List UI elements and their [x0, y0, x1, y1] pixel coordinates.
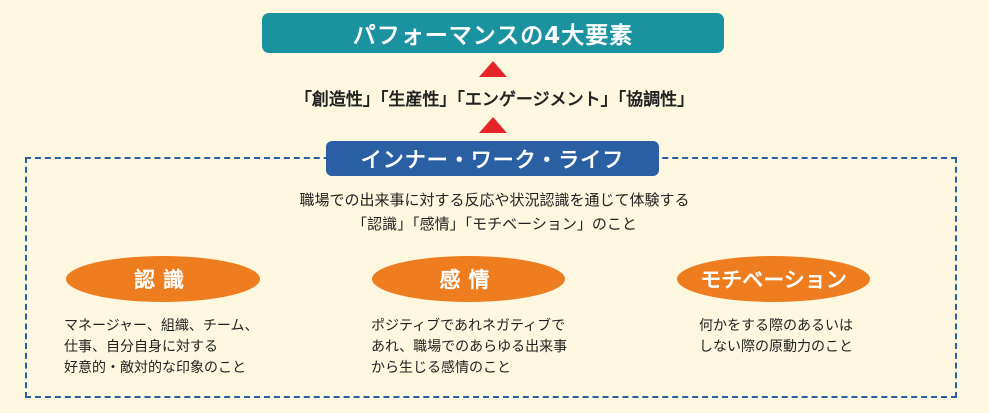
perception-line: マネージャー、組織、チーム、	[64, 318, 259, 334]
motivation-line: しない際の原動力のこと	[699, 339, 853, 355]
perception-label: 認識	[134, 268, 192, 292]
inner-work-life-banner: インナー・ワーク・ライフ	[326, 141, 659, 176]
perception-oval: 認識	[66, 256, 260, 302]
performance-elements-text: 「創造性」「生産性」「エンゲージメント」「協調性」	[294, 90, 695, 110]
performance-title: パフォーマンスの4大要素	[352, 23, 634, 49]
emotion-label: 感情	[439, 268, 498, 292]
up-arrow-icon	[479, 117, 507, 133]
up-arrow-icon	[479, 61, 507, 77]
inner-work-life-description: 職場での出来事に対する反応や状況認識を通じて体験する 「認識」「感情」「モチベー…	[0, 188, 989, 236]
emotion-line: ポジティブであれネガティブで	[371, 318, 566, 334]
perception-description: マネージャー、組織、チーム、 仕事、自分自身に対する 好意的・敵対的な印象のこと	[64, 316, 334, 379]
motivation-line: 何かをする際のあるいは	[699, 318, 853, 334]
motivation-description: 何かをする際のあるいは しない際の原動力のこと	[666, 316, 886, 358]
emotion-description: ポジティブであれネガティブで あれ、職場でのあらゆる出来事 から生じる感情のこと	[371, 316, 641, 379]
description-line: 「認識」「感情」「モチベーション」のこと	[352, 215, 637, 233]
performance-title-banner: パフォーマンスの4大要素	[262, 13, 724, 53]
perception-line: 仕事、自分自身に対する	[64, 339, 218, 355]
motivation-oval: モチベーション	[677, 256, 870, 302]
emotion-line: から生じる感情のこと	[371, 360, 511, 376]
motivation-label: モチベーション	[700, 268, 847, 292]
description-line: 職場での出来事に対する反応や状況認識を通じて体験する	[299, 191, 690, 209]
perception-line: 好意的・敵対的な印象のこと	[64, 360, 246, 376]
emotion-line: あれ、職場でのあらゆる出来事	[371, 339, 568, 355]
inner-work-life-label: インナー・ワーク・ライフ	[360, 147, 625, 172]
emotion-oval: 感情	[372, 256, 565, 302]
